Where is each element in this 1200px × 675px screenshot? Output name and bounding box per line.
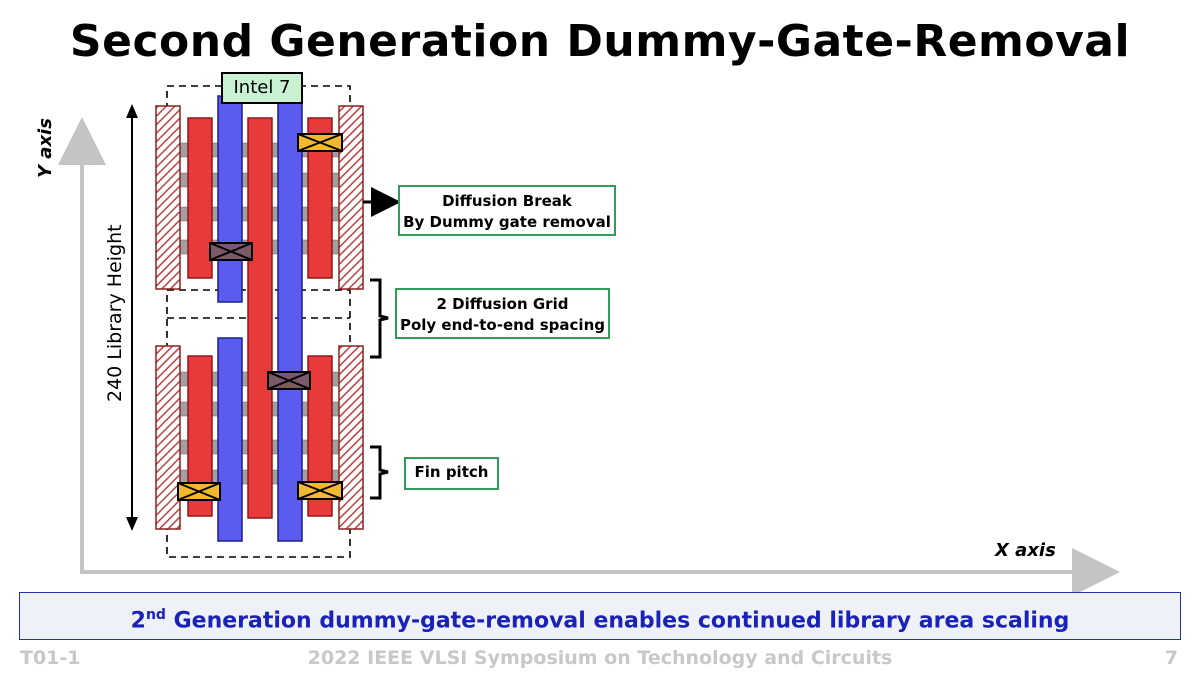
banner-prefix: 2 bbox=[130, 608, 146, 634]
metal-lines bbox=[217, 95, 303, 542]
cell-boundary-dashed bbox=[166, 85, 351, 558]
callout-diffusion-break-line2: By Dummy gate removal bbox=[403, 213, 611, 231]
page-title: Second Generation Dummy-Gate-Removal bbox=[69, 16, 1131, 67]
diffusion-grid-bracket bbox=[370, 278, 389, 359]
callout-diffusion-grid-line1: 2 Diffusion Grid bbox=[436, 295, 569, 313]
footer-conference: 2022 IEEE VLSI Symposium on Technology a… bbox=[307, 647, 893, 669]
contact-dark-mid-center bbox=[267, 371, 311, 390]
contact-gold-bottom-left bbox=[177, 482, 221, 501]
callout-diffusion-break-line1: Diffusion Break bbox=[442, 192, 572, 210]
library-height-label: 240 Library Height bbox=[104, 224, 126, 402]
callout-fin-pitch: Fin pitch bbox=[404, 457, 499, 490]
callout-diffusion-grid-line2: Poly end-to-end spacing bbox=[399, 316, 605, 334]
contacts bbox=[177, 133, 343, 501]
banner-text: Generation dummy-gate-removal enables co… bbox=[165, 608, 1070, 634]
library-height-arrow-bottom bbox=[126, 517, 138, 531]
footer-slide-id: T01-1 bbox=[20, 647, 81, 669]
library-height-arrow-top bbox=[126, 104, 138, 118]
callout-diffusion-break: Diffusion Break By Dummy gate removal bbox=[398, 185, 616, 236]
process-label: Intel 7 bbox=[221, 72, 303, 104]
summary-banner: 2nd Generation dummy-gate-removal enable… bbox=[19, 592, 1181, 640]
fin-pitch-bracket bbox=[370, 445, 389, 500]
poly-gates bbox=[187, 117, 333, 519]
contact-gold-top-right bbox=[297, 133, 343, 152]
footer-page-number: 7 bbox=[1164, 647, 1178, 669]
x-axis-label: X axis bbox=[995, 540, 1056, 561]
contact-dark-mid-left bbox=[209, 242, 253, 261]
y-axis-label: Y axis bbox=[35, 118, 56, 178]
contact-gold-bottom-right bbox=[297, 481, 343, 500]
callout-diffusion-grid: 2 Diffusion Grid Poly end-to-end spacing bbox=[395, 288, 610, 339]
banner-superscript: nd bbox=[145, 607, 166, 623]
